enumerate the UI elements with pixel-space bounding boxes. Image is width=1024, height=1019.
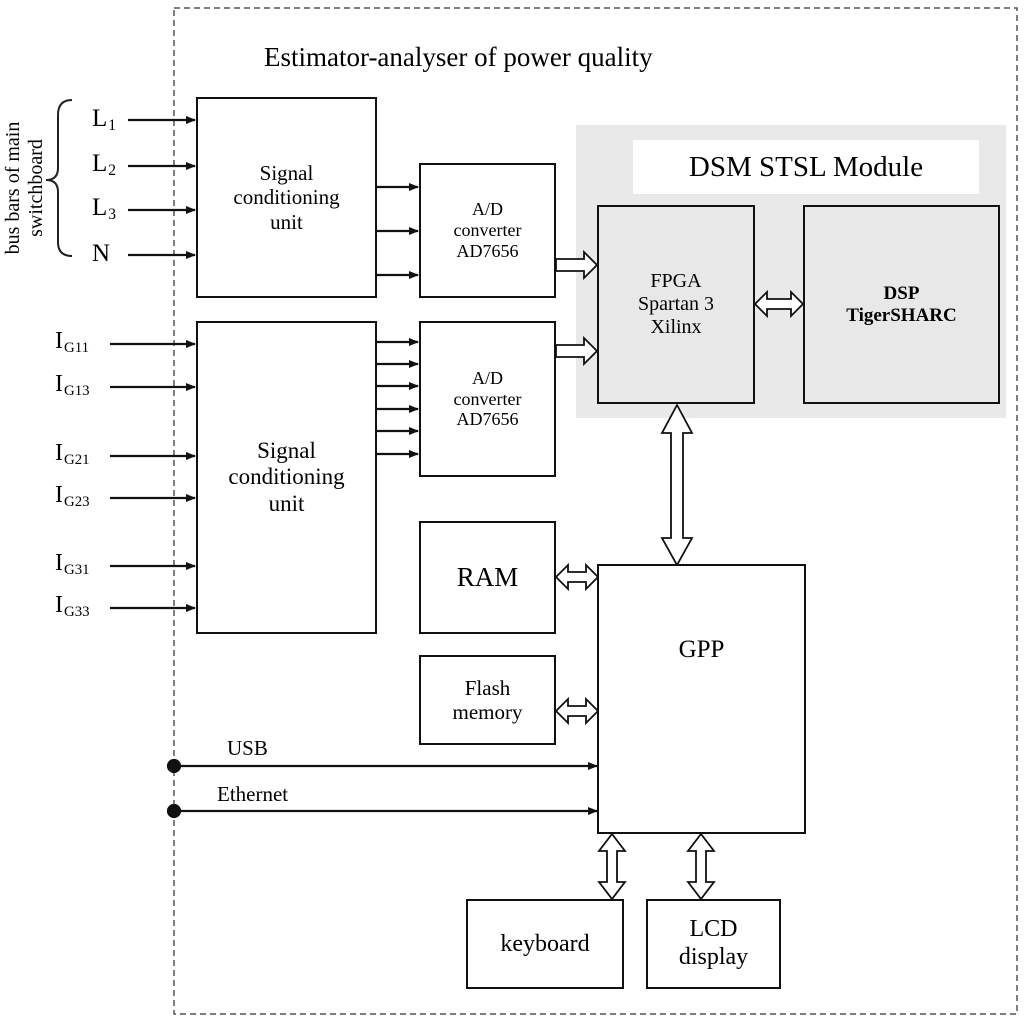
bus-bar-label: bus bars of main switchboard [2,121,47,255]
usb-ethernet-lines [166,758,598,819]
input-label-ig13: IG13 [55,371,90,399]
input-label-ig31: IG31 [55,550,90,578]
usb-label: USB [227,736,268,760]
lcd-display-block: LCD display [646,899,781,989]
gpp-block: GPP [597,564,806,834]
signal-conditioning-unit-bottom: Signal conditioning unit [196,321,377,634]
memory-gpp-bus-arrows [554,562,600,726]
fpga-gpp-bus-arrow [660,403,694,567]
input-label-ig33: IG33 [55,592,90,620]
diagram-title: Estimator-analyser of power quality [264,42,653,72]
scu-top-to-adc-arrows [376,183,419,279]
input-label-l2: L2 [92,150,117,179]
input-label-ig21: IG21 [55,440,90,468]
bus-bar-brace [45,99,73,257]
signal-conditioning-unit-top: Signal conditioning unit [196,97,377,298]
input-label-l3: L3 [92,194,117,223]
input-label-l1: L1 [92,105,117,134]
adc-to-fpga-bus-arrows [555,249,599,367]
ram-block: RAM [419,521,556,634]
ad-converter-top: A/D converter AD7656 [419,163,556,298]
ad-converter-bottom: A/D converter AD7656 [419,321,556,477]
input-label-n: N [92,240,111,267]
scu-bottom-to-adc-arrows [376,338,419,458]
ethernet-label: Ethernet [217,782,289,806]
dsm-module-title: DSM STSL Module [633,140,979,194]
fpga-block: FPGA Spartan 3 Xilinx [597,205,755,404]
current-input-arrows [110,340,196,612]
dsp-block: DSP TigerSHARC [803,205,1000,404]
input-label-ig23: IG23 [55,482,90,510]
device-outline [173,7,1018,1015]
flash-memory-block: Flash memory [419,655,556,745]
keyboard-block: keyboard [466,899,624,989]
gpp-peripheral-bus-arrows [597,832,716,901]
input-label-ig11: IG11 [55,328,90,356]
voltage-input-arrows [128,116,196,259]
